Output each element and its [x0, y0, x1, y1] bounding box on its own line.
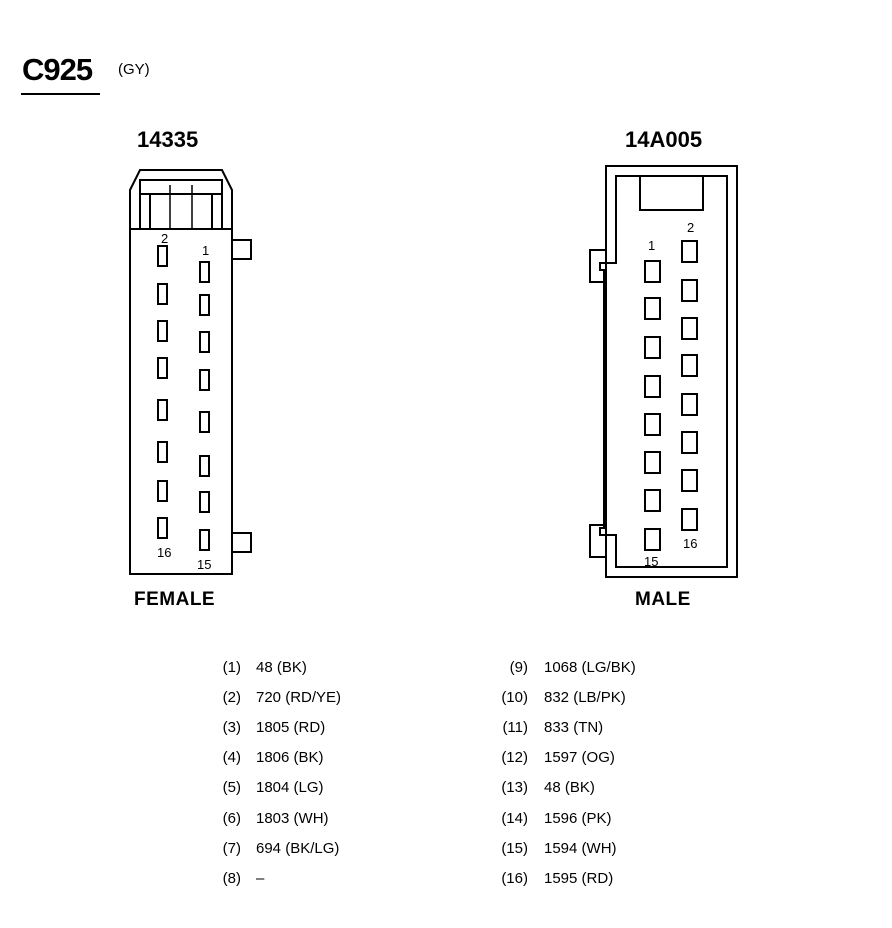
- male-outer-shell: [605, 165, 738, 578]
- pin-wire-circuit: 1068 (LG/BK): [544, 659, 636, 676]
- male-pin-label-15: 15: [644, 554, 658, 569]
- pin-wire-circuit: 1596 (PK): [544, 810, 612, 827]
- pin-number: (7): [222, 840, 241, 857]
- pin-number: (11): [502, 719, 528, 736]
- pin-wire-circuit: 833 (TN): [544, 719, 604, 736]
- male-pin-label-2: 2: [687, 220, 694, 235]
- male-pin-label-16: 16: [683, 536, 697, 551]
- male-pin-cavities: [644, 240, 698, 551]
- female-pin-label-2: 2: [161, 231, 168, 246]
- pin-wire-circuit: 1594 (WH): [544, 840, 617, 857]
- pin-wire-circuit: 1806 (BK): [256, 749, 324, 766]
- pin-number: (8): [222, 870, 241, 887]
- female-part-number: 14335: [137, 127, 199, 152]
- female-latch: [129, 169, 233, 230]
- pin-wire-circuit: 48 (BK): [256, 659, 307, 676]
- pin-number: (9): [509, 659, 528, 676]
- pin-wire-circuit: 694 (BK/LG): [256, 840, 340, 857]
- pin-wire-circuit: –: [256, 870, 265, 887]
- male-connector: [589, 165, 738, 578]
- pin-wire-circuit: 1804 (LG): [256, 779, 324, 796]
- female-tab-top: [231, 239, 252, 260]
- female-body: [129, 228, 233, 575]
- female-tab-bottom: [231, 532, 252, 553]
- pin-wire-circuit: 1803 (WH): [256, 810, 329, 827]
- pin-wire-circuit: 720 (RD/YE): [256, 689, 342, 706]
- pin-number: (15): [501, 840, 528, 857]
- title-underline: [21, 93, 100, 95]
- male-label: MALE: [635, 589, 691, 610]
- female-pin-label-1: 1: [202, 243, 209, 258]
- female-pin-label-15: 15: [197, 557, 211, 572]
- pin-wire-circuit: 48 (BK): [544, 779, 595, 796]
- female-connector: [129, 169, 252, 575]
- pin-number: (5): [222, 779, 241, 796]
- male-inner-shell: [599, 175, 728, 568]
- female-label: FEMALE: [134, 589, 216, 610]
- pin-number: (6): [222, 810, 241, 827]
- pin-number: (3): [222, 719, 241, 736]
- male-part-number: 14A005: [625, 127, 703, 152]
- female-pin-label-16: 16: [157, 545, 171, 560]
- pin-number: (16): [501, 870, 528, 887]
- male-side-notches: [589, 249, 606, 558]
- male-pin-label-1: 1: [648, 238, 655, 253]
- pin-wire-circuit: 1595 (RD): [544, 870, 614, 887]
- pin-number: (13): [501, 779, 528, 796]
- pin-wire-circuit: 1597 (OG): [544, 749, 615, 766]
- connector-id: C925: [22, 52, 93, 87]
- pin-wire-circuit: 1805 (RD): [256, 719, 326, 736]
- pin-number: (12): [501, 749, 528, 766]
- female-pin-cavities: [157, 245, 210, 551]
- pin-number: (2): [222, 689, 241, 706]
- pin-number: (1): [222, 659, 241, 676]
- male-key: [639, 175, 704, 211]
- connector-color-code: (GY): [118, 61, 150, 78]
- pin-number: (4): [222, 749, 241, 766]
- pin-wire-circuit: 832 (LB/PK): [544, 689, 626, 706]
- pin-number: (10): [501, 689, 528, 706]
- pin-number: (14): [501, 810, 528, 827]
